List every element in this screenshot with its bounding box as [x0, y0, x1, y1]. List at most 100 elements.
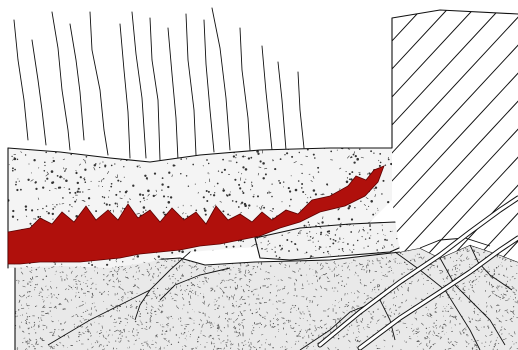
grain-dot [354, 301, 355, 302]
grain-dot [396, 238, 397, 239]
fracture-line [70, 24, 84, 140]
grain-dot [201, 333, 202, 334]
grain-dot [192, 164, 194, 166]
grain-dot [386, 264, 387, 265]
grain-dot [349, 178, 351, 180]
grain-dot [55, 274, 56, 275]
grain-dot [328, 316, 329, 317]
grain-dot [385, 316, 386, 317]
grain-dot [313, 242, 314, 243]
grain-dot [165, 334, 166, 335]
grain-dot [390, 163, 392, 165]
grain-dot [370, 221, 372, 223]
grain-dot [281, 301, 282, 302]
grain-dot [353, 225, 354, 226]
grain-dot [50, 281, 51, 282]
grain-dot [115, 194, 117, 196]
grain-dot [378, 289, 379, 290]
grain-dot [75, 172, 77, 174]
grain-dot [501, 262, 502, 263]
grain-dot [472, 287, 473, 288]
grain-dot [404, 262, 405, 263]
grain-dot [510, 296, 511, 297]
grain-dot [239, 329, 240, 330]
fracture-line [14, 20, 28, 140]
grain-dot [15, 184, 17, 186]
grain-dot [281, 279, 282, 280]
grain-dot [139, 147, 141, 149]
grain-dot [65, 179, 68, 182]
grain-dot [277, 324, 278, 325]
grain-dot [238, 268, 239, 269]
grain-dot [319, 248, 321, 250]
grain-dot [143, 206, 146, 209]
grain-dot [58, 321, 59, 322]
grain-dot [301, 187, 303, 189]
grain-dot [229, 252, 230, 253]
grain-dot [346, 334, 347, 335]
grain-dot [170, 278, 171, 279]
grain-dot [278, 329, 279, 330]
grain-dot [91, 296, 92, 297]
grain-dot [119, 286, 120, 287]
grain-dot [108, 291, 109, 292]
grain-dot [90, 336, 91, 337]
grain-dot [358, 275, 359, 276]
grain-dot [230, 191, 231, 192]
grain-dot [153, 195, 155, 197]
grain-dot [381, 279, 382, 280]
grain-dot [464, 286, 465, 287]
grain-dot [470, 284, 471, 285]
grain-dot [375, 187, 377, 189]
grain-dot [99, 333, 100, 334]
grain-dot [438, 333, 439, 334]
grain-dot [354, 275, 355, 276]
grain-dot [494, 273, 495, 274]
grain-dot [126, 190, 128, 192]
grain-dot [91, 181, 92, 182]
grain-dot [385, 274, 386, 275]
grain-dot [275, 247, 276, 248]
grain-dot [349, 263, 350, 264]
grain-dot [189, 257, 190, 258]
grain-dot [279, 245, 281, 247]
grain-dot [428, 270, 429, 271]
grain-dot [199, 147, 202, 150]
grain-dot [227, 213, 229, 215]
grain-dot [439, 259, 440, 260]
grain-dot [230, 255, 232, 257]
grain-mark [239, 260, 242, 261]
grain-dot [472, 348, 473, 349]
grain-mark [218, 261, 219, 262]
grain-dot [123, 166, 124, 167]
grain-dot [254, 294, 255, 295]
grain-dot [22, 146, 24, 148]
grain-dot [304, 225, 306, 227]
grain-dot [346, 284, 347, 285]
grain-dot [209, 336, 210, 337]
grain-dot [15, 181, 17, 183]
grain-dot [56, 204, 57, 205]
grain-dot [375, 213, 376, 214]
grain-dot [186, 326, 187, 327]
grain-dot [31, 327, 32, 328]
grain-dot [274, 168, 276, 170]
grain-dot [163, 324, 164, 325]
grain-dot [122, 336, 123, 337]
grain-dot [166, 340, 167, 341]
grain-dot [191, 276, 192, 277]
grain-dot [76, 307, 77, 308]
grain-mark [217, 259, 218, 260]
grain-dot [201, 331, 202, 332]
grain-dot [218, 348, 219, 349]
grain-dot [390, 231, 391, 232]
grain-dot [137, 335, 138, 336]
grain-dot [276, 255, 278, 257]
grain-dot [80, 321, 81, 322]
grain-dot [17, 219, 18, 220]
grain-dot [474, 308, 475, 309]
grain-dot [91, 261, 92, 262]
grain-dot [310, 236, 311, 237]
grain-dot [283, 186, 284, 187]
grain-dot [363, 247, 364, 248]
